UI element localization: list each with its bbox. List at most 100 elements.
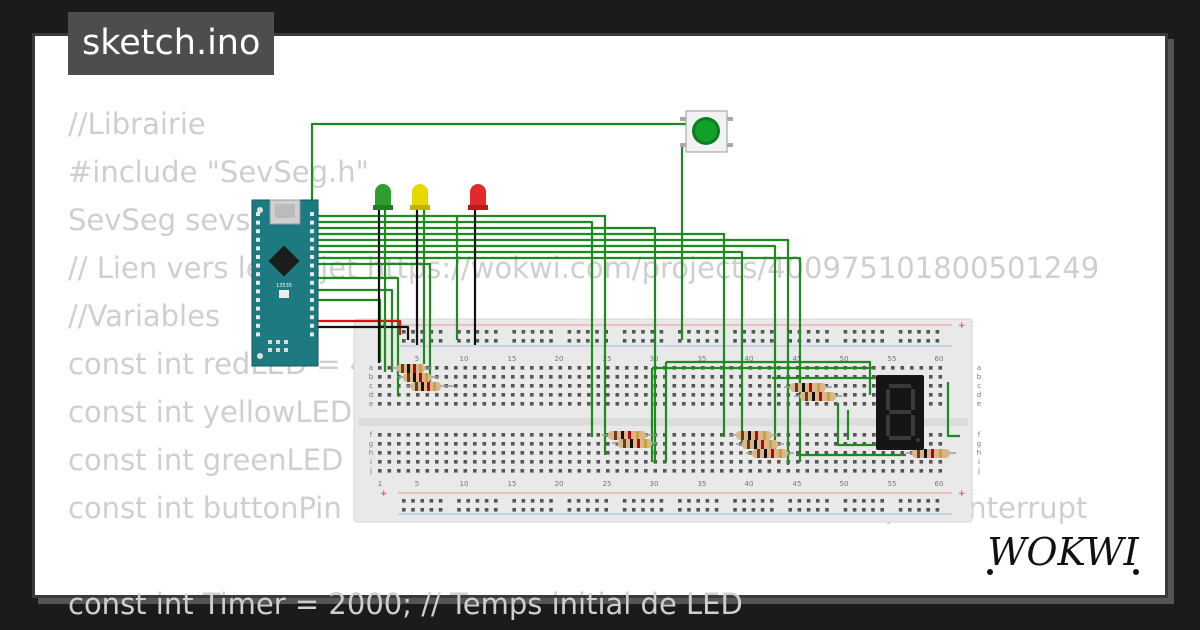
breadboard-hole [512,499,516,503]
breadboard-hole [549,339,553,343]
breadboard-hole [482,375,487,379]
resistor[interactable] [746,449,794,458]
row-label: c [977,382,981,390]
resistor[interactable] [784,383,832,392]
row-label: j [369,467,372,475]
breadboard-hole [625,451,629,455]
header-pin [310,237,314,242]
breadboard-hole [558,442,563,446]
wire [316,226,657,462]
breadboard-hole [900,366,905,370]
breadboard-hole [862,442,867,446]
breadboard-hole [733,499,737,503]
resistor[interactable] [730,431,778,440]
breadboard-hole [416,451,420,455]
breadboard-hole [843,384,848,388]
breadboard-hole [696,339,700,343]
breadboard-hole [834,375,838,379]
resistor[interactable] [398,373,438,382]
breadboard-hole [806,508,811,512]
breadboard-hole [834,451,838,455]
breadboard-hole [604,499,608,503]
breadboard-hole [739,451,743,455]
breadboard-hole [567,339,572,343]
breadboard-hole [587,433,591,437]
breadboard-hole [672,469,677,473]
breadboard-hole [429,330,434,334]
seven-segment-display[interactable] [876,375,924,450]
breadboard-hole [615,393,620,397]
breadboard-hole [549,433,553,437]
breadboard-hole [622,330,627,334]
resistor[interactable] [392,364,432,373]
breadboard-hole [908,508,912,512]
resistor[interactable] [794,392,842,401]
arduino-nano[interactable]: 13535 [251,199,319,367]
breadboard-hole [659,508,664,512]
resistor[interactable] [612,439,658,448]
led-yellow[interactable] [410,184,430,210]
breadboard-hole [720,384,724,388]
breadboard-hole [530,330,535,334]
row-label: e [977,400,981,408]
breadboard-hole [796,442,800,446]
breadboard-hole [758,384,762,388]
breadboard-hole [501,384,506,388]
header-pin [256,315,260,320]
breadboard-hole [492,433,496,437]
header-pin [256,237,260,242]
code-line: //Librairie [68,107,206,141]
breadboard-hole [420,508,424,512]
breadboard-hole [473,469,477,473]
breadboard-hole [438,339,443,343]
breadboard-hole [872,402,876,406]
breadboard-hole [576,339,581,343]
breadboard-hole [938,469,943,473]
breadboard-hole [696,508,700,512]
breadboard-hole [530,402,534,406]
breadboard-hole [438,330,443,334]
breadboard-hole [492,442,496,446]
breadboard-hole [501,375,506,379]
resistor[interactable] [906,449,956,458]
breadboard-hole [444,451,449,455]
breadboard-hole [411,499,415,503]
resistor[interactable] [406,382,454,391]
file-tab[interactable]: sketch.ino [68,12,275,75]
breadboard-hole [501,433,506,437]
header-pin [256,212,260,216]
breadboard-hole [862,499,866,503]
breadboard-hole [872,393,876,397]
breadboard-hole [596,469,601,473]
breadboard-hole [494,330,498,334]
breadboard-hole [862,375,867,379]
breadboard-hole [549,451,553,455]
breadboard-hole [625,402,629,406]
led-red[interactable] [468,184,488,210]
breadboard-hole [539,433,544,437]
breadboard-hole [568,469,572,473]
column-label: 10 [460,355,469,363]
resistor[interactable] [736,440,784,449]
breadboard-hole [457,499,461,503]
resistor[interactable] [602,431,658,440]
row-label: b [369,373,374,381]
breadboard-hole [767,393,772,397]
breadboard-hole [606,375,610,379]
breadboard-hole [615,442,620,446]
header-pin [310,263,314,268]
column-label: 40 [745,355,754,363]
breadboard-hole [492,393,496,397]
breadboard-hole [444,402,449,406]
breadboard-hole [691,375,696,379]
column-labels-bottom: 1 5 10 15 20 25 30 35 40 45 50 55 60 [378,480,944,488]
breadboard-hole [463,460,468,464]
breadboard-hole [824,384,829,388]
file-tab-label: sketch.ino [82,23,261,63]
push-button[interactable] [680,110,733,153]
row-label: a [977,364,981,372]
breadboard-hole [862,384,867,388]
breadboard-hole [425,393,430,397]
led-green[interactable] [373,184,393,210]
breadboard-hole [720,393,724,397]
